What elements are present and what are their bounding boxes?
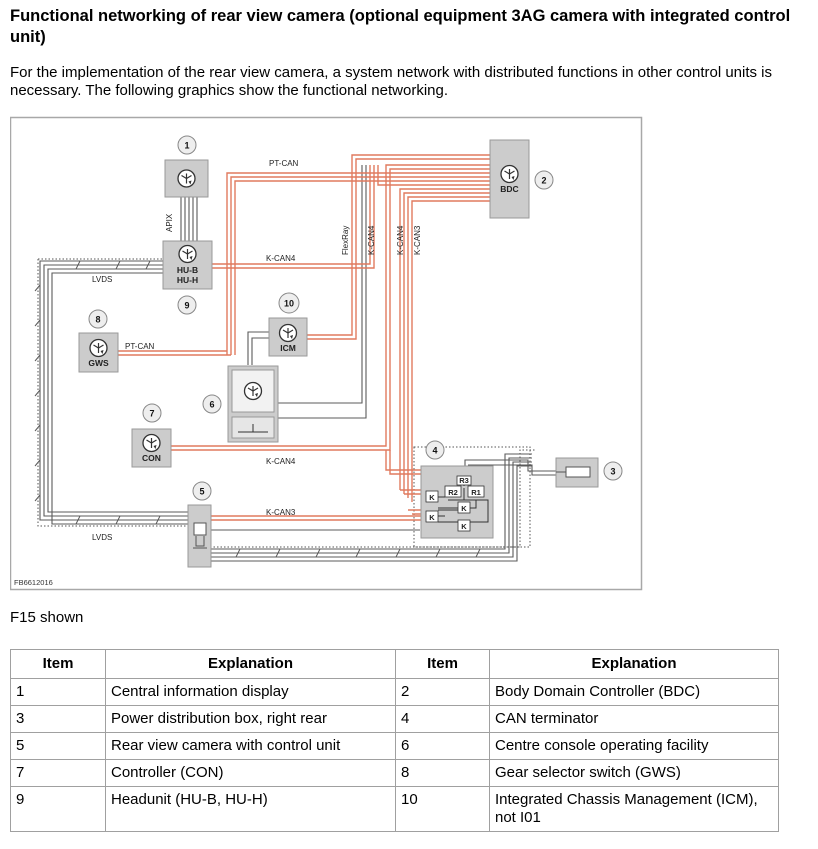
- kcan3-label-cam: K-CAN3: [266, 508, 296, 517]
- svg-text:5: 5: [199, 487, 204, 497]
- networking-diagram: BDC HU-B HU-H ICM GWS CON R3 R2 R1 K K K…: [10, 116, 643, 591]
- svg-text:1: 1: [184, 141, 189, 151]
- item-explanation: Rear view camera with control unit: [105, 732, 396, 760]
- r1-label: R1: [471, 488, 481, 497]
- callout-9: 9: [177, 295, 197, 315]
- col-header-item: Item: [10, 649, 106, 679]
- callout-8: 8: [88, 309, 108, 329]
- icm-label: ICM: [280, 343, 296, 353]
- item-number: 5: [10, 732, 106, 760]
- item-number: 1: [10, 678, 106, 706]
- callout-7: 7: [142, 403, 162, 423]
- table-row: 7 Controller (CON) 8 Gear selector switc…: [10, 759, 779, 787]
- item-explanation: Headunit (HU-B, HU-H): [105, 786, 396, 832]
- item-explanation: Gear selector switch (GWS): [489, 759, 779, 787]
- k-label-1: K: [429, 493, 435, 502]
- pt-can-label-top: PT-CAN: [269, 159, 299, 168]
- apix-label: APIX: [165, 213, 174, 232]
- item-explanation: Body Domain Controller (BDC): [489, 678, 779, 706]
- r3-label: R3: [459, 476, 469, 485]
- k-label-2: K: [461, 504, 467, 513]
- flexray-label: FlexRay: [341, 226, 350, 255]
- col-header-explanation: Explanation: [105, 649, 396, 679]
- pt-can-label-gws: PT-CAN: [125, 342, 155, 351]
- lvds-label-bottom: LVDS: [92, 533, 112, 542]
- page-title: Functional networking of rear view camer…: [10, 7, 791, 46]
- kcan3-label-v: K-CAN3: [413, 225, 422, 255]
- item-explanation: Controller (CON): [105, 759, 396, 787]
- gws-label: GWS: [88, 358, 109, 368]
- svg-text:9: 9: [184, 301, 189, 311]
- item-number: 8: [395, 759, 490, 787]
- col-header-item-2: Item: [395, 649, 490, 679]
- con-label: CON: [142, 453, 161, 463]
- legend-table: Item Explanation Item Explanation 1 Cent…: [10, 649, 779, 832]
- svg-text:6: 6: [209, 400, 214, 410]
- intro-paragraph: For the implementation of the rear view …: [10, 64, 773, 99]
- item-number: 7: [10, 759, 106, 787]
- bdc-label: BDC: [500, 184, 518, 194]
- callout-3: 3: [603, 461, 623, 481]
- kcan4-label-v1: K-CAN4: [367, 225, 376, 255]
- k-label-3: K: [429, 513, 435, 522]
- svg-text:8: 8: [95, 315, 100, 325]
- kcan4-label-con: K-CAN4: [266, 457, 296, 466]
- col-header-explanation-2: Explanation: [489, 649, 779, 679]
- callout-4: 4: [425, 440, 445, 460]
- table-row: 5 Rear view camera with control unit 6 C…: [10, 732, 779, 760]
- figure-id: FB6612016: [14, 578, 53, 587]
- figure-caption: F15 shown: [10, 609, 84, 626]
- item-explanation: Centre console operating facility: [489, 732, 779, 760]
- callout-10: 10: [278, 292, 300, 314]
- table-header-row: Item Explanation Item Explanation: [10, 649, 779, 679]
- hu-label-1: HU-B: [177, 265, 198, 275]
- table-row: 3 Power distribution box, right rear 4 C…: [10, 705, 779, 733]
- item-explanation: Integrated Chassis Management (ICM), not…: [489, 786, 779, 832]
- item-number: 3: [10, 705, 106, 733]
- table-row: 9 Headunit (HU-B, HU-H) 10 Integrated Ch…: [10, 786, 779, 832]
- svg-text:7: 7: [149, 409, 154, 419]
- r2-label: R2: [448, 488, 458, 497]
- svg-text:2: 2: [541, 176, 546, 186]
- callout-6: 6: [202, 394, 222, 414]
- item-number: 4: [395, 705, 490, 733]
- hu-label-2: HU-H: [177, 275, 198, 285]
- item-number: 10: [395, 786, 490, 832]
- kcan4-label-v2: K-CAN4: [396, 225, 405, 255]
- item-explanation: Central information display: [105, 678, 396, 706]
- item-number: 9: [10, 786, 106, 832]
- svg-text:10: 10: [284, 299, 294, 309]
- svg-text:3: 3: [610, 467, 615, 477]
- item-number: 6: [395, 732, 490, 760]
- callout-5: 5: [192, 481, 212, 501]
- item-explanation: CAN terminator: [489, 705, 779, 733]
- callout-1: 1: [177, 135, 197, 155]
- svg-text:4: 4: [432, 446, 437, 456]
- callout-2: 2: [534, 170, 554, 190]
- lvds-label-top: LVDS: [92, 275, 112, 284]
- kcan4-label-hu: K-CAN4: [266, 254, 296, 263]
- item-number: 2: [395, 678, 490, 706]
- table-row: 1 Central information display 2 Body Dom…: [10, 678, 779, 706]
- k-label-4: K: [461, 522, 467, 531]
- item-explanation: Power distribution box, right rear: [105, 705, 396, 733]
